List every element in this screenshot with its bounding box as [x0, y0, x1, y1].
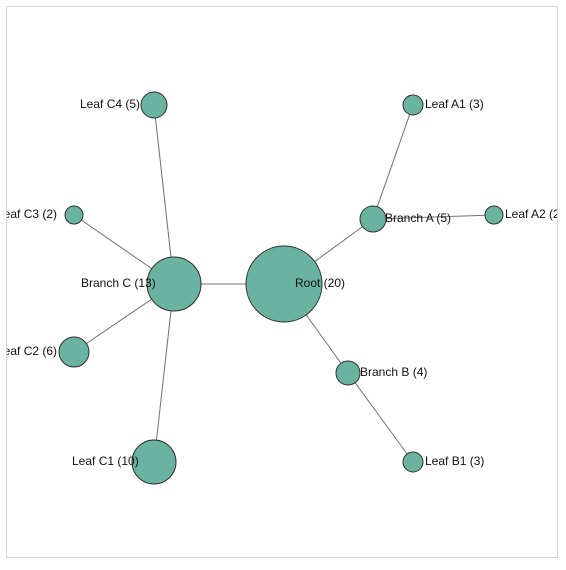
node-label-branch-a: Branch A (5) [385, 211, 451, 225]
node-label-leaf-a1: Leaf A1 (3) [425, 97, 484, 111]
node-leaf-b1[interactable] [402, 451, 424, 473]
edge-branch-b-leaf-b1 [347, 372, 414, 463]
nodes-layer [58, 91, 504, 485]
labels-layer: Root (20) Branch A (5) Branch B (4) Branch … [7, 97, 558, 468]
node-label-branch-b: Branch B (4) [360, 365, 427, 379]
node-label-root: Root (20) [295, 276, 345, 290]
node-label-leaf-c1: Leaf C1 (10) [72, 454, 139, 468]
edge-branch-c-leaf-c4 [153, 104, 175, 285]
node-branch-c[interactable] [146, 256, 202, 312]
node-label-leaf-c2: Leaf C2 (6) [7, 344, 57, 358]
network-graph: Root (20) Branch A (5) Branch B (4) Branch … [7, 91, 558, 485]
node-branch-a[interactable] [359, 205, 387, 233]
edge-branch-a-leaf-a2 [372, 214, 495, 220]
node-label-leaf-b1: Leaf B1 (3) [425, 454, 484, 468]
node-label-leaf-c3: Leaf C3 (2) [7, 207, 57, 221]
node-root[interactable] [245, 245, 323, 323]
node-label-leaf-a2: Leaf A2 (2) [505, 207, 558, 221]
graph-frame: Root (20) Branch A (5) Branch B (4) Branch … [6, 6, 558, 558]
node-leaf-c3[interactable] [64, 205, 84, 225]
node-leaf-a1[interactable] [402, 94, 424, 116]
node-leaf-c1[interactable] [131, 439, 177, 485]
node-leaf-a2[interactable] [484, 205, 504, 225]
node-label-leaf-c4: Leaf C4 (5) [80, 97, 140, 111]
node-label-branch-c: Branch C (13) [81, 276, 156, 290]
node-leaf-c4[interactable] [140, 91, 168, 119]
edge-branch-a-leaf-a1 [372, 104, 414, 220]
node-branch-b[interactable] [335, 360, 361, 386]
edge-branch-c-leaf-c1 [153, 283, 175, 463]
node-leaf-c2[interactable] [58, 336, 90, 368]
